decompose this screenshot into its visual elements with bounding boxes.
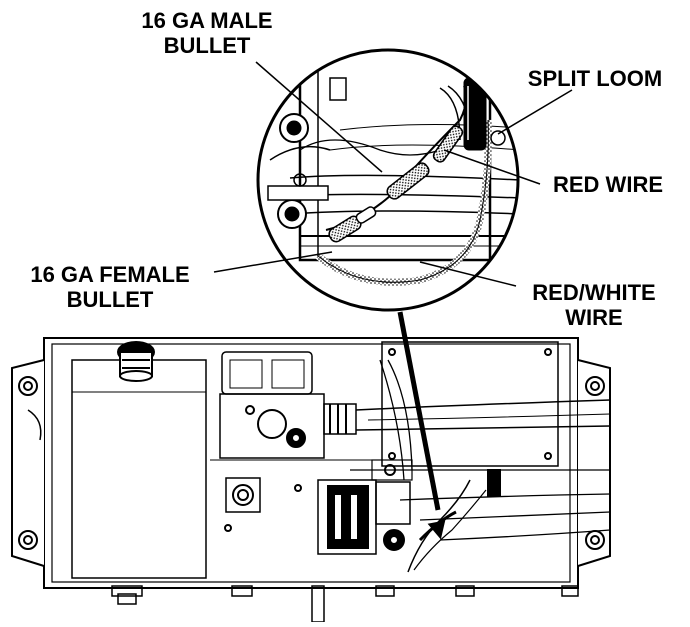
bottom-rod (311, 585, 325, 623)
right-flange (577, 359, 611, 567)
callout-red-wire: RED WIRE (538, 172, 678, 197)
callout-female-bullet-line2: BULLET (66, 287, 154, 312)
leader-female-bullet (213, 251, 333, 273)
callout-split-loom-line1: SPLIT LOOM (527, 66, 663, 91)
leader-red-white-wire (419, 261, 517, 287)
callout-split-loom: SPLIT LOOM (510, 66, 680, 91)
callout-male-bullet-line1: 16 GA MALE (141, 8, 273, 33)
detail-arrow-shaft (397, 311, 441, 511)
terminal-nut-lower (277, 199, 307, 229)
callout-female-bullet-line1: 16 GA FEMALE (30, 262, 190, 287)
male-bullet-detail (386, 162, 430, 200)
control-box (11, 337, 611, 623)
callout-red-white-wire-line2: WIRE (565, 305, 623, 330)
hose-top (355, 399, 611, 411)
left-mount-hole-top (18, 376, 38, 396)
leader-male-bullet (255, 61, 383, 173)
bottom-fitting-left (111, 585, 143, 597)
terminal-nut-upper (279, 113, 309, 143)
bottom-fitting-mid (231, 585, 253, 597)
callout-male-bullet-line2: BULLET (163, 33, 251, 58)
lower-split-loom (487, 469, 501, 497)
valve-port (257, 409, 287, 439)
box-inner-wall (51, 343, 571, 583)
callout-red-wire-line1: RED WIRE (553, 172, 663, 197)
callout-female-bullet: 16 GA FEMALE BULLET (0, 262, 220, 312)
terminal-panel (381, 341, 559, 467)
callout-red-white-wire-line1: RED/WHITE (532, 280, 656, 305)
lower-red-white-wire (407, 479, 471, 573)
left-flange (11, 359, 45, 567)
leader-red-wire (443, 149, 541, 185)
leader-lines (213, 61, 573, 287)
leader-split-loom (497, 89, 573, 135)
right-mount-hole-top (585, 376, 605, 396)
callout-red-white-wire: RED/WHITE WIRE (514, 280, 674, 330)
fitting (323, 403, 357, 435)
magnifier-ring (256, 48, 520, 312)
magnified-detail (256, 48, 520, 312)
callout-male-bullet: 16 GA MALE BULLET (112, 8, 302, 58)
left-mount-hole-bottom (18, 530, 38, 550)
detail-arrow-head (427, 520, 446, 540)
